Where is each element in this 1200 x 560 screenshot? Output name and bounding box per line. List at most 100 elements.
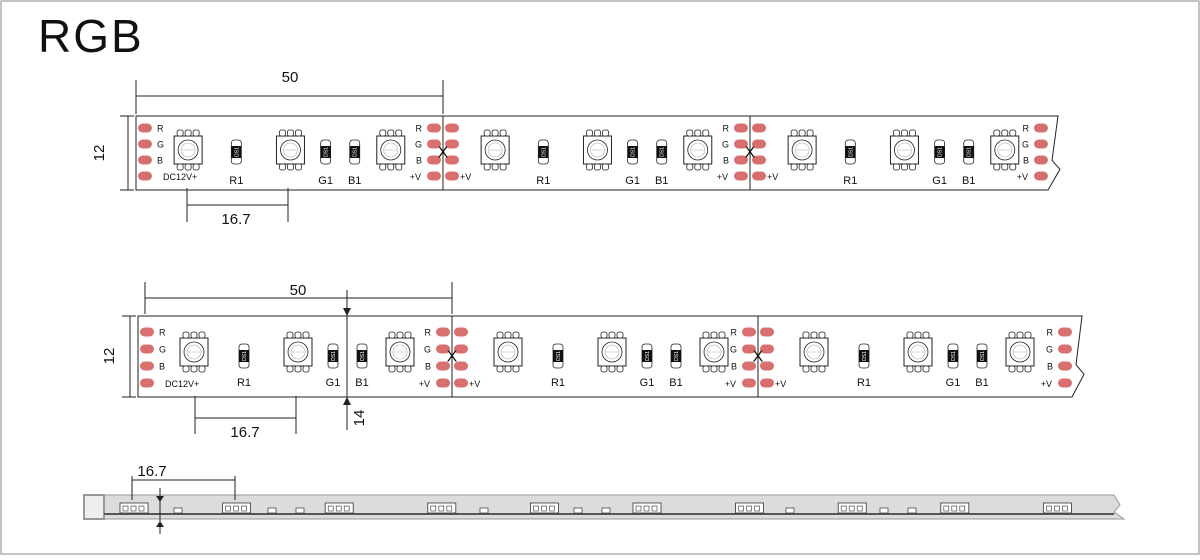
cut-mark: X	[438, 144, 449, 161]
resistor-core	[656, 146, 667, 158]
led-pin	[909, 163, 916, 171]
smd-resistor: DS1	[641, 343, 653, 369]
led-pin	[387, 129, 395, 137]
dim-pitch-label: 16.7	[230, 424, 259, 441]
pad-label-b: B	[157, 156, 163, 166]
smd-resistor: DS1	[238, 343, 250, 369]
profile-led-die	[549, 505, 555, 512]
solder-pad	[1058, 361, 1072, 371]
led-lens-inner	[706, 344, 722, 360]
pad-label-g: G	[157, 140, 164, 150]
led-pin	[798, 163, 806, 171]
led-pin	[395, 129, 403, 137]
profile-led	[735, 502, 764, 514]
led-pin	[379, 163, 387, 171]
resistor-core	[642, 350, 652, 362]
profile-led-die	[233, 505, 239, 512]
led-pin	[608, 365, 616, 373]
led-pin	[806, 163, 814, 171]
profile-led-die	[446, 505, 453, 512]
led-pin	[893, 163, 900, 171]
led-pin	[818, 365, 826, 373]
profile-led	[222, 502, 252, 514]
dim-pitch-label: 16.7	[221, 211, 250, 228]
led-pin	[286, 365, 294, 373]
led-pin	[404, 331, 412, 339]
smd-led	[173, 129, 203, 171]
led-pin	[906, 331, 914, 339]
solder-pad	[760, 378, 774, 388]
solder-pad	[454, 344, 468, 354]
solder-pad	[760, 361, 774, 371]
v-label: +V	[725, 379, 736, 389]
led-pin	[483, 129, 491, 137]
led-lens-inner	[590, 142, 605, 158]
smd-led	[990, 129, 1020, 171]
led-pin	[1008, 331, 1016, 339]
led-pin	[893, 129, 900, 137]
profile-led-die	[1062, 505, 1068, 512]
dim-height-label: 12	[91, 145, 108, 162]
led-lens-inner	[910, 344, 926, 360]
led-pin	[499, 129, 507, 137]
resistor-core	[977, 350, 987, 362]
led-pin	[686, 129, 694, 137]
smd-resistor: DS1	[627, 139, 639, 165]
smd-resistor: DS1	[670, 343, 682, 369]
dim-segment-label: 50	[290, 282, 307, 299]
led-lens-inner	[290, 344, 306, 360]
solder-pad	[454, 361, 468, 371]
led-pin	[496, 365, 504, 373]
cut-mark: X	[753, 348, 764, 365]
resistor-label-r1: R1	[843, 175, 857, 187]
profile-resistor	[479, 507, 489, 514]
profile-pitch-label: 16.7	[137, 463, 166, 480]
solder-pad	[445, 139, 459, 149]
pad-label-b: B	[425, 362, 431, 372]
solder-pad	[138, 123, 152, 133]
led-pin	[294, 365, 302, 373]
resistor-label-r1: R1	[229, 175, 243, 187]
smd-led	[283, 331, 313, 373]
v-label: +V	[767, 172, 778, 182]
solder-pad	[1058, 327, 1072, 337]
profile-led	[1043, 502, 1072, 514]
led-pin	[190, 331, 198, 339]
led-lens-inner	[794, 142, 810, 158]
pad-label-r: R	[416, 124, 423, 134]
led-lens-inner	[383, 142, 399, 158]
led-pin	[790, 129, 798, 137]
resistor-label-b1: B1	[348, 175, 361, 187]
resistor-core	[538, 146, 549, 158]
led-pin	[922, 365, 930, 373]
resistor-marking: DS1	[353, 147, 359, 157]
led-pin	[1008, 365, 1016, 373]
led-pin	[702, 163, 710, 171]
solder-pad	[454, 327, 468, 337]
led-pin	[616, 331, 624, 339]
smd-led	[597, 331, 627, 373]
smd-led	[903, 331, 933, 373]
profile-led-die	[635, 505, 642, 512]
pad-label-b: B	[723, 156, 729, 166]
pad-label-g: G	[415, 140, 422, 150]
smd-led	[889, 129, 919, 171]
solder-pad	[1058, 378, 1072, 388]
led-pin	[790, 163, 798, 171]
resistor-label-b1: B1	[962, 175, 975, 187]
resistor-core	[357, 350, 367, 362]
resistor-core	[231, 146, 242, 158]
profile-led	[324, 502, 354, 514]
solder-pad	[760, 327, 774, 337]
led-pin	[810, 331, 818, 339]
solder-pad	[427, 123, 441, 133]
cut-mark: X	[447, 348, 458, 365]
resistor-label-r1: R1	[536, 175, 550, 187]
resistor-label-b1: B1	[669, 377, 682, 389]
profile-led-die	[651, 505, 658, 512]
led-pin	[184, 129, 192, 137]
led-pin	[594, 129, 601, 137]
led-pin	[1016, 365, 1024, 373]
